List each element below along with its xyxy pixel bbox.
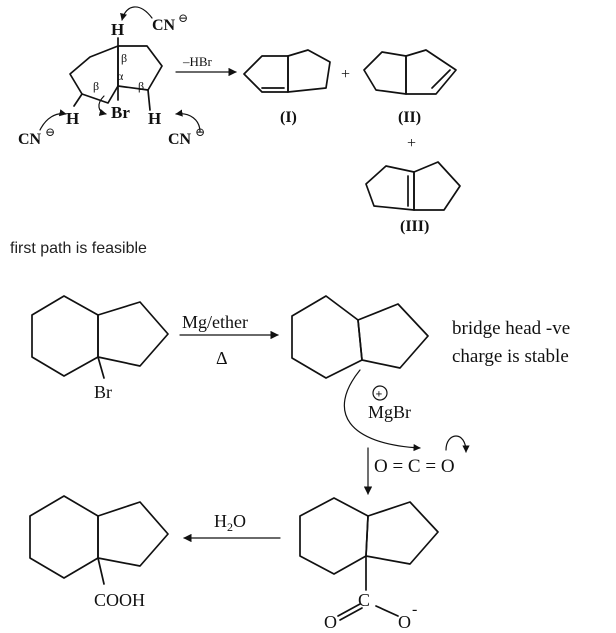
negative-charge-o: - [412, 601, 417, 618]
hydrogen-left: H [66, 109, 79, 128]
positive-charge-circle [372, 385, 388, 401]
note-line-2: charge is stable [452, 346, 569, 367]
carboxylic-acid-product: COOH [29, 495, 169, 610]
cooh-label: COOH [94, 590, 145, 610]
c-cooh-bond [97, 557, 105, 585]
grignard-scheme: Br Mg/ether Δ + MgBr bridge head -ve cha… [29, 295, 570, 632]
elimination-scheme: H Br H H β α β β CN ⊖ CN ⊖ CN ⊖ –HBr [18, 6, 461, 235]
plus-sign-2: + [407, 135, 416, 152]
carboxylate-carbon: C [358, 590, 370, 610]
bromine-label: Br [94, 382, 112, 402]
product-label-I: (I) [280, 109, 297, 126]
c-o-double-bond-b [339, 607, 363, 621]
product-label-II: (II) [398, 109, 421, 126]
substrate-bromide: H Br H H β α β β [66, 20, 163, 128]
oxygen-right: O [398, 612, 411, 632]
water-reagent: H2O [214, 511, 246, 534]
grignard-intermediate: + MgBr [291, 295, 429, 422]
negative-charge: ⊖ [45, 125, 55, 139]
curly-arrow-co2 [445, 435, 470, 453]
note-line-1: bridge head -ve [452, 318, 570, 339]
c-h-bond-right [147, 89, 151, 111]
c-h-bond-left [73, 93, 83, 107]
bromine-label: Br [111, 103, 130, 122]
product-II: (II) [363, 49, 457, 126]
five-membered-ring [117, 45, 163, 91]
bicyclic-bromide: Br [31, 295, 169, 402]
carbon-dioxide: O = C = O [374, 456, 455, 477]
oxygen-left: O [324, 612, 337, 632]
cyanide-top: CN ⊖ [152, 11, 188, 34]
alpha-label: α [117, 69, 124, 83]
curly-arrow-br [98, 95, 107, 116]
c-br-bond [97, 356, 105, 379]
reagent-hbr: –HBr [182, 54, 213, 69]
positive-charge: + [376, 387, 383, 401]
six-membered-ring [69, 45, 119, 104]
mgbr-label: MgBr [368, 402, 411, 422]
product-label-III: (III) [400, 218, 429, 235]
beta-label-right: β [138, 79, 144, 93]
negative-charge: ⊖ [178, 11, 188, 25]
cyanide-label: CN [152, 17, 176, 34]
caption-text: first path is feasible [10, 240, 147, 257]
cyanide-label: CN [18, 131, 42, 148]
curly-arrow-left [39, 109, 67, 131]
cyanide-label: CN [168, 131, 192, 148]
product-III: (III) [365, 161, 461, 235]
curly-arrow-to-co2 [343, 369, 421, 452]
hydrogen-top: H [111, 20, 124, 39]
c-o-double-bond-a [337, 603, 361, 617]
c-o-single-bond [375, 605, 399, 617]
double-bond [431, 69, 451, 89]
curly-arrow-right [175, 109, 201, 133]
curly-arrow-top [120, 6, 153, 21]
hydrogen-right: H [148, 109, 161, 128]
cyanide-left: CN ⊖ [18, 125, 55, 148]
product-I: (I) [243, 49, 331, 126]
beta-label-left: β [93, 79, 99, 93]
reagent-heat: Δ [216, 348, 228, 368]
carboxylate-intermediate: C O O - [299, 497, 439, 632]
reagent-mg-ether: Mg/ether [182, 312, 248, 332]
plus-sign-1: + [341, 66, 350, 83]
beta-label-top: β [121, 51, 127, 65]
